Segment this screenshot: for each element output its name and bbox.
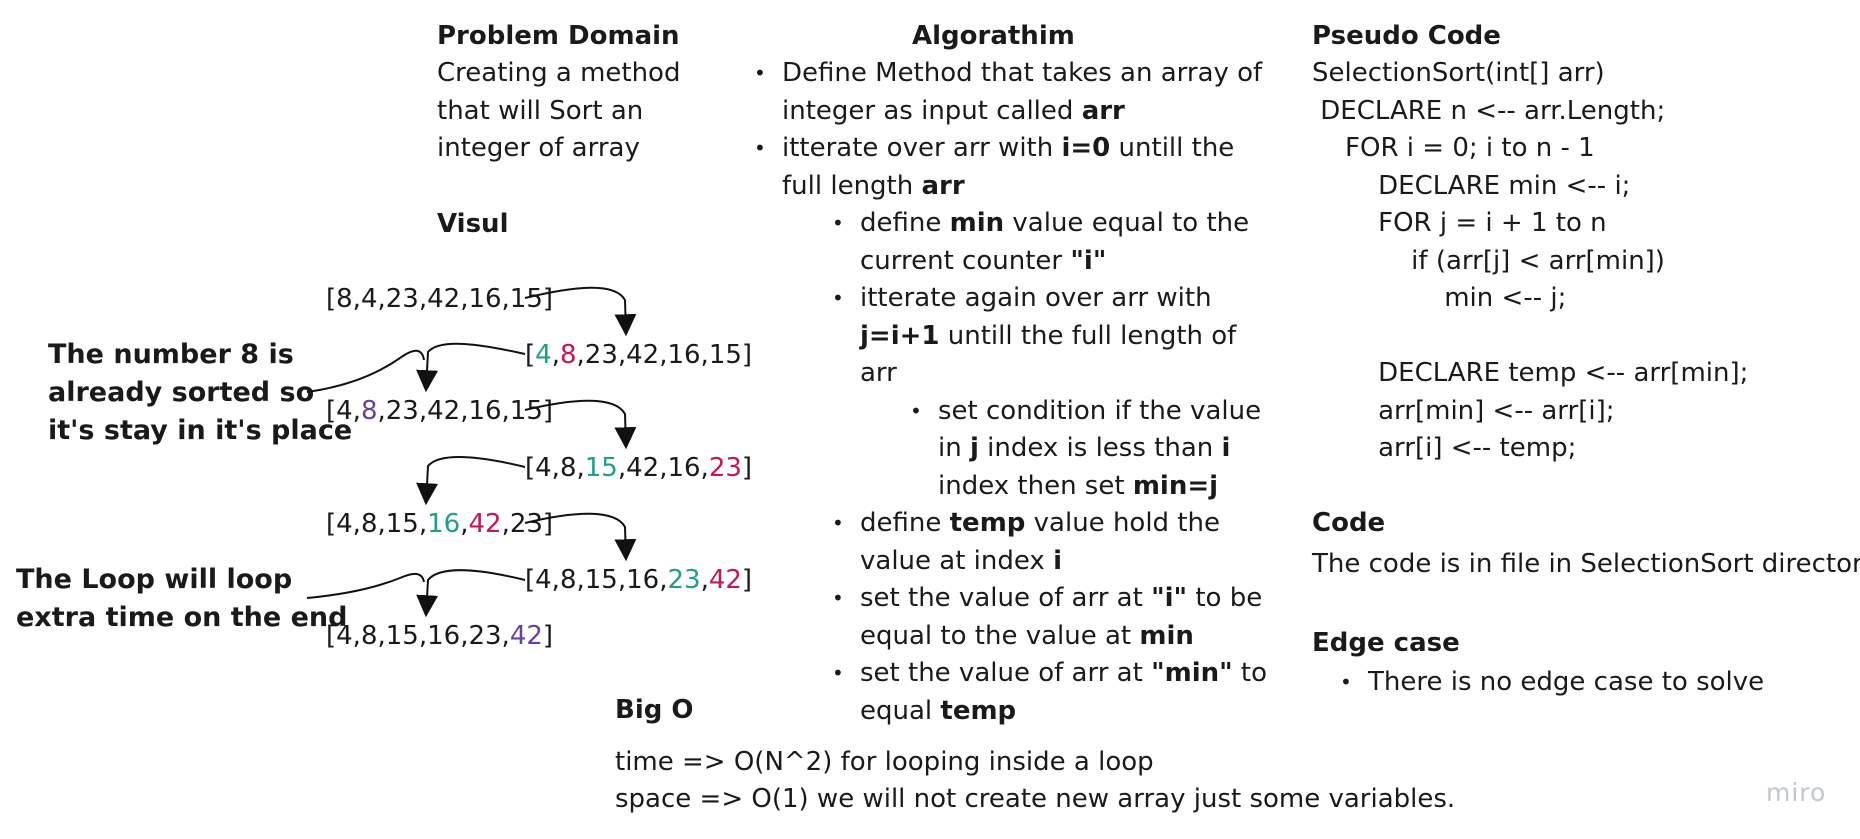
- pseudo-code-line: SelectionSort(int[] arr): [1312, 58, 1605, 88]
- edge-case-title: Edge case: [1312, 628, 1460, 658]
- code-text: The code is in file in SelectionSort dir…: [1312, 549, 1860, 579]
- algorithm-title: Algorathim: [912, 21, 1075, 51]
- algorithm-step-set-min: set the value of arr at "min" to equal t…: [832, 655, 1280, 730]
- pseudo-code-line: if (arr[j] < arr[min]): [1312, 245, 1665, 276]
- pseudo-code-title: Pseudo Code: [1312, 21, 1501, 51]
- array-step-5: [4,8,15,16,42,23]: [326, 509, 554, 539]
- array-step-7: [4,8,15,16,23,42]: [326, 621, 554, 651]
- algorithm-list: Define Method that takes an array of int…: [754, 55, 1282, 730]
- arrow-step-2-to-3: [416, 342, 526, 393]
- note-1-connector: [306, 349, 425, 393]
- array-step-6: [4,8,15,16,23,42]: [525, 565, 753, 595]
- big-o-space: space => O(1) we will not create new arr…: [615, 784, 1456, 814]
- arrow-step-3-to-4: [524, 399, 637, 450]
- code-title: Code: [1312, 508, 1386, 538]
- big-o-title: Big O: [615, 695, 694, 725]
- array-step-4: [4,8,15,42,16,23]: [525, 453, 753, 483]
- pseudo-code-line: FOR i = 0; i to n - 1: [1312, 133, 1595, 163]
- edge-case-item: There is no edge case to solve: [1340, 664, 1764, 702]
- edge-case-list: There is no edge case to solve: [1340, 664, 1764, 702]
- arrow-step-6-to-7: [416, 569, 526, 618]
- problem-domain-text: Creating a method that will Sort an inte…: [437, 58, 681, 163]
- algorithm-step-inner-loop: itterate again over arr with j=i+1 until…: [832, 280, 1280, 506]
- algorithm-step-define-temp: define temp value hold the value at inde…: [832, 505, 1280, 580]
- array-step-1: [8,4,23,42,16,15]: [326, 284, 554, 314]
- algorithm-step-define-min: define min value equal to the current co…: [832, 205, 1280, 280]
- algorithm-subsublist: set condition if the value in j index is…: [910, 393, 1278, 506]
- algorithm-step-define-method: Define Method that takes an array of int…: [754, 55, 1282, 130]
- algorithm-sublist: define min value equal to the current co…: [832, 205, 1280, 730]
- array-step-2: [4,8,23,42,16,15]: [525, 340, 753, 370]
- pseudo-code-line: DECLARE n <-- arr.Length;: [1312, 95, 1666, 126]
- pseudo-code-line: arr[min] <-- arr[i];: [1312, 395, 1615, 426]
- note-2-connector: [306, 572, 425, 599]
- arrow-step-4-to-5: [416, 456, 526, 506]
- big-o-time: time => O(N^2) for looping inside a loop: [615, 747, 1154, 777]
- problem-domain-title: Problem Domain: [437, 21, 680, 51]
- note-already-sorted: The number 8 is already sorted so it's s…: [48, 339, 353, 446]
- pseudo-code-line: DECLARE temp <-- arr[min];: [1312, 358, 1749, 388]
- algorithm-step-condition: set condition if the value in j index is…: [910, 393, 1278, 506]
- pseudo-code-block: SelectionSort(int[] arr) DECLARE n <-- a…: [1312, 55, 1748, 468]
- pseudo-code-line: FOR j = i + 1 to n: [1312, 208, 1607, 238]
- pseudo-code-line: [1312, 318, 1748, 356]
- visual-title: Visul: [437, 209, 509, 239]
- pseudo-code-line: DECLARE min <-- i;: [1312, 170, 1631, 201]
- arrow-step-1-to-2: [524, 286, 637, 337]
- algorithm-step-outer-loop: itterate over arr with i=0 untill the fu…: [754, 130, 1282, 730]
- arrow-step-5-to-6: [524, 512, 637, 562]
- note-extra-loop: The Loop will loop extra time on the end: [16, 564, 348, 633]
- miro-watermark: miro: [1766, 778, 1827, 807]
- array-step-3: [4,8,23,42,16,15]: [326, 396, 554, 426]
- pseudo-code-line: min <-- j;: [1312, 283, 1567, 313]
- algorithm-step-set-i: set the value of arr at "i" to be equal …: [832, 580, 1280, 655]
- pseudo-code-line: arr[i] <-- temp;: [1312, 433, 1577, 463]
